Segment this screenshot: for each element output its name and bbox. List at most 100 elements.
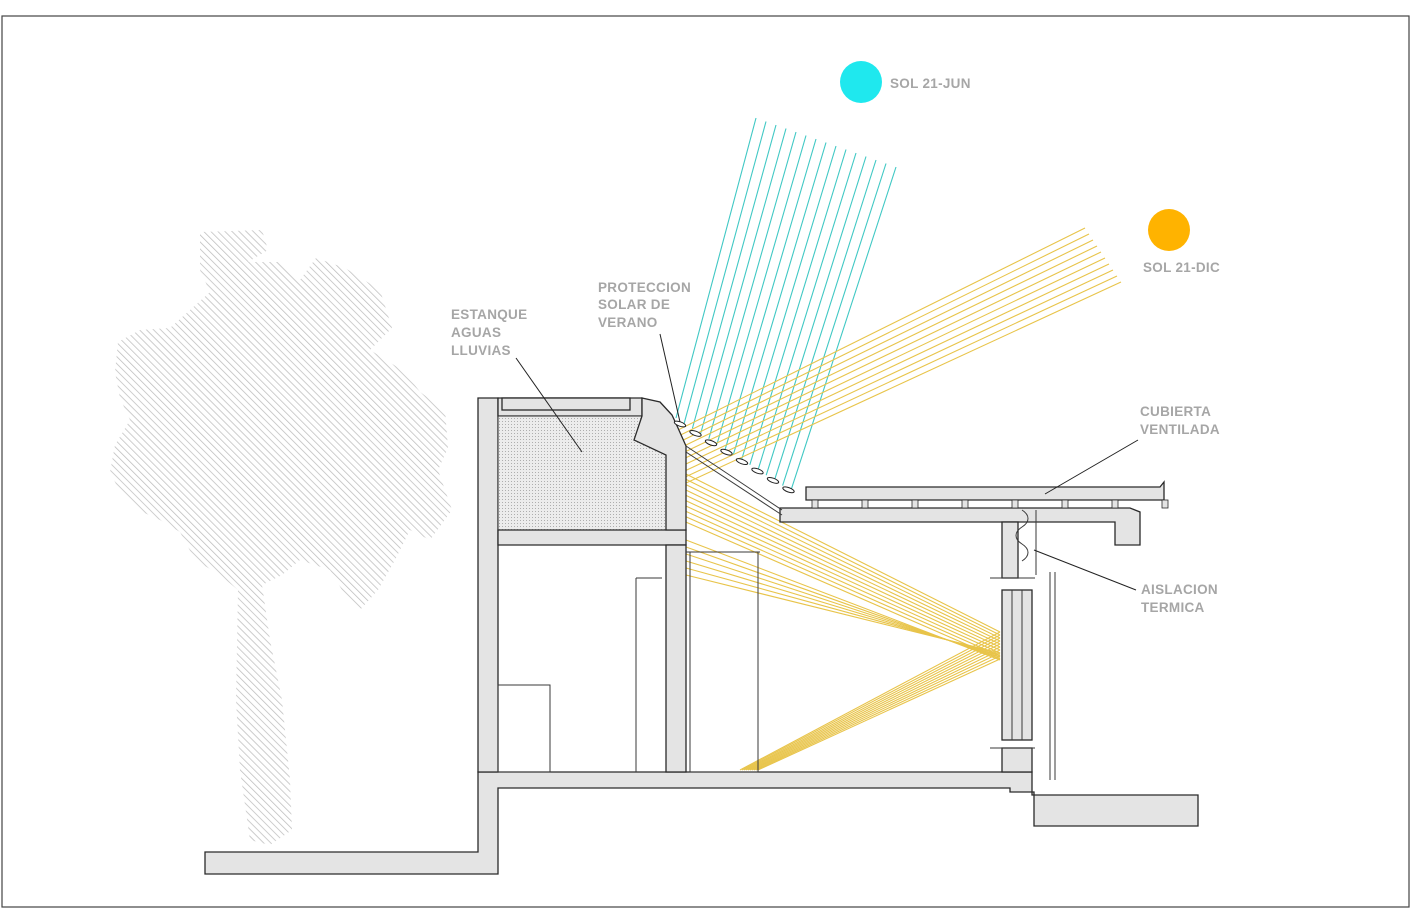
summer-ray xyxy=(790,166,897,491)
winter-ray-interior xyxy=(677,518,1001,660)
winter-ray-interior xyxy=(677,491,1001,645)
louver-blade xyxy=(689,429,702,437)
louver-blade xyxy=(720,448,733,456)
winter-sun-label: SOL 21-DIC xyxy=(1143,260,1220,275)
summer-ray xyxy=(724,138,817,450)
right-wall-lower xyxy=(1001,747,1033,773)
roof-label-1: CUBIERTA xyxy=(1140,404,1211,419)
shade-label-3: VERANO xyxy=(598,315,658,330)
building-section xyxy=(204,397,1199,875)
summer-ray xyxy=(732,142,827,455)
summer-sun-rays xyxy=(675,117,897,491)
pond-label-3: LLUVIAS xyxy=(451,343,511,358)
louver-blade xyxy=(673,420,687,428)
winter-ray-reflected xyxy=(755,655,1001,771)
tree-silhouette-icon xyxy=(110,230,452,845)
winter-ray-reflected xyxy=(747,643,1001,771)
roof-support xyxy=(1161,499,1169,509)
winter-ray-reflected xyxy=(751,649,1001,771)
pond-leader xyxy=(515,357,583,453)
louver-blade xyxy=(704,439,718,447)
winter-ray xyxy=(677,251,1102,456)
winter-ray xyxy=(677,233,1090,437)
winter-ray-reflected xyxy=(741,634,1001,771)
summer-ray xyxy=(716,135,807,445)
winter-ray xyxy=(677,239,1094,444)
ground-slab xyxy=(204,771,1199,875)
interior-column xyxy=(665,544,687,773)
summer-sun-icon xyxy=(840,61,882,103)
roof-slab xyxy=(779,507,1141,546)
winter-ray-interior xyxy=(677,469,1001,633)
winter-ray-reflected xyxy=(757,658,1001,771)
summer-ray xyxy=(691,124,777,429)
sloped-glazing xyxy=(685,445,783,511)
winter-ray xyxy=(677,263,1110,469)
summer-ray xyxy=(708,131,797,439)
roof-support xyxy=(1061,499,1069,509)
summer-sun-label: SOL 21-JUN xyxy=(890,76,971,91)
summer-ray xyxy=(765,156,867,476)
winter-ray-reflected xyxy=(749,646,1001,771)
winter-sun-rays xyxy=(677,227,1122,771)
winter-ray-interior xyxy=(677,480,1001,639)
roof-support xyxy=(811,499,819,509)
roof-leader xyxy=(1044,439,1139,495)
ventilated-roof xyxy=(805,480,1165,501)
summer-ray xyxy=(741,145,837,460)
interior-box xyxy=(497,684,551,773)
left-wall xyxy=(477,397,499,773)
roof-label-2: VENTILADA xyxy=(1140,422,1220,437)
shade-label-2: SOLAR DE xyxy=(598,297,670,312)
insulation-wave xyxy=(1015,509,1029,562)
summer-ray xyxy=(675,117,757,419)
roof-support xyxy=(1111,499,1119,509)
winter-ray-interior xyxy=(677,507,1001,654)
insulation-leader xyxy=(1033,549,1137,591)
winter-ray-interior xyxy=(677,496,1001,648)
pond-label-2: AGUAS xyxy=(451,325,501,340)
winter-ray-interior xyxy=(677,474,1001,636)
shade-leader xyxy=(659,333,681,423)
winter-ray-interior xyxy=(677,485,1001,642)
louver-blade xyxy=(782,486,795,494)
louver-blade xyxy=(735,458,749,466)
winter-ray xyxy=(677,245,1098,450)
pond-label-1: ESTANQUE xyxy=(451,307,527,322)
winter-ray-reflected xyxy=(753,652,1001,771)
winter-ray xyxy=(677,227,1086,431)
window-frame xyxy=(1001,589,1033,741)
summer-ray xyxy=(700,128,787,434)
winter-ray-reflected xyxy=(739,631,1001,771)
insulation-label-1: AISLACION xyxy=(1141,582,1218,597)
summer-ray xyxy=(773,159,877,481)
roof-supports xyxy=(811,499,1169,509)
pond-bottom-slab xyxy=(497,529,687,546)
winter-ray xyxy=(677,275,1118,481)
sloped-parapet xyxy=(633,397,687,531)
winter-ray-reflected xyxy=(743,637,1001,771)
shade-label-1: PROTECCION xyxy=(598,280,691,295)
summer-ray xyxy=(782,163,887,486)
winter-ray xyxy=(677,269,1114,475)
summer-ray xyxy=(749,149,847,465)
insulation-label-2: TERMICA xyxy=(1141,600,1205,615)
winter-ray xyxy=(677,281,1122,488)
summer-ray xyxy=(757,152,857,471)
winter-sun-icon xyxy=(1148,209,1190,251)
roof-support xyxy=(961,499,969,509)
roof-support xyxy=(911,499,919,509)
winter-ray-interior xyxy=(677,512,1001,657)
summer-sun-louvers xyxy=(673,420,795,494)
right-wall-upper xyxy=(1001,521,1019,579)
winter-ray-interior xyxy=(677,501,1001,651)
winter-ray xyxy=(677,257,1106,462)
summer-ray xyxy=(683,121,767,424)
pond-cap xyxy=(501,397,631,411)
louver-blade xyxy=(751,467,764,475)
winter-ray-interior xyxy=(685,574,1001,654)
drawing-frame xyxy=(1,15,1410,908)
roof-support xyxy=(861,499,869,509)
roof-support xyxy=(1011,499,1019,509)
